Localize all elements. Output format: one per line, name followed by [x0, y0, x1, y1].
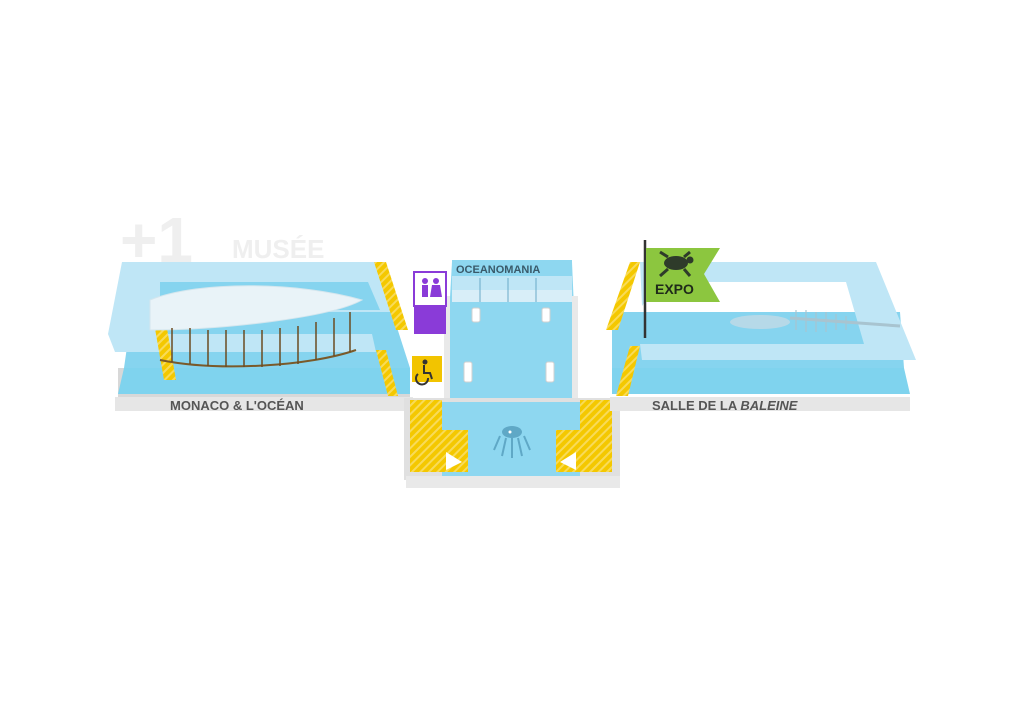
expo-label: EXPO — [655, 281, 694, 297]
room-label-monaco: MONACO & L'OCÉAN — [170, 398, 304, 413]
left-wing[interactable]: MONACO & L'OCÉAN — [108, 262, 413, 413]
center-hall[interactable]: OCEANOMANIA — [404, 260, 620, 488]
stairs-left[interactable] — [410, 400, 468, 472]
squid-icon — [493, 426, 531, 458]
accessible-lift-icon[interactable] — [412, 356, 442, 386]
room-label-oceanomania: OCEANOMANIA — [456, 264, 540, 276]
monaco-shell-exhibit — [149, 285, 364, 368]
floor-name: MUSÉE — [232, 234, 324, 264]
expo-flag[interactable]: EXPO — [643, 240, 720, 338]
room-label-baleine: SALLE DE LA BALEINE — [652, 398, 798, 413]
turtle-icon — [659, 250, 694, 278]
whale-skeleton-icon — [730, 310, 901, 332]
restroom-icon[interactable] — [413, 271, 447, 334]
stairs-right[interactable] — [556, 400, 612, 472]
oceanomania-sign — [452, 260, 572, 276]
pillars — [463, 307, 555, 383]
display-cases — [452, 276, 572, 302]
